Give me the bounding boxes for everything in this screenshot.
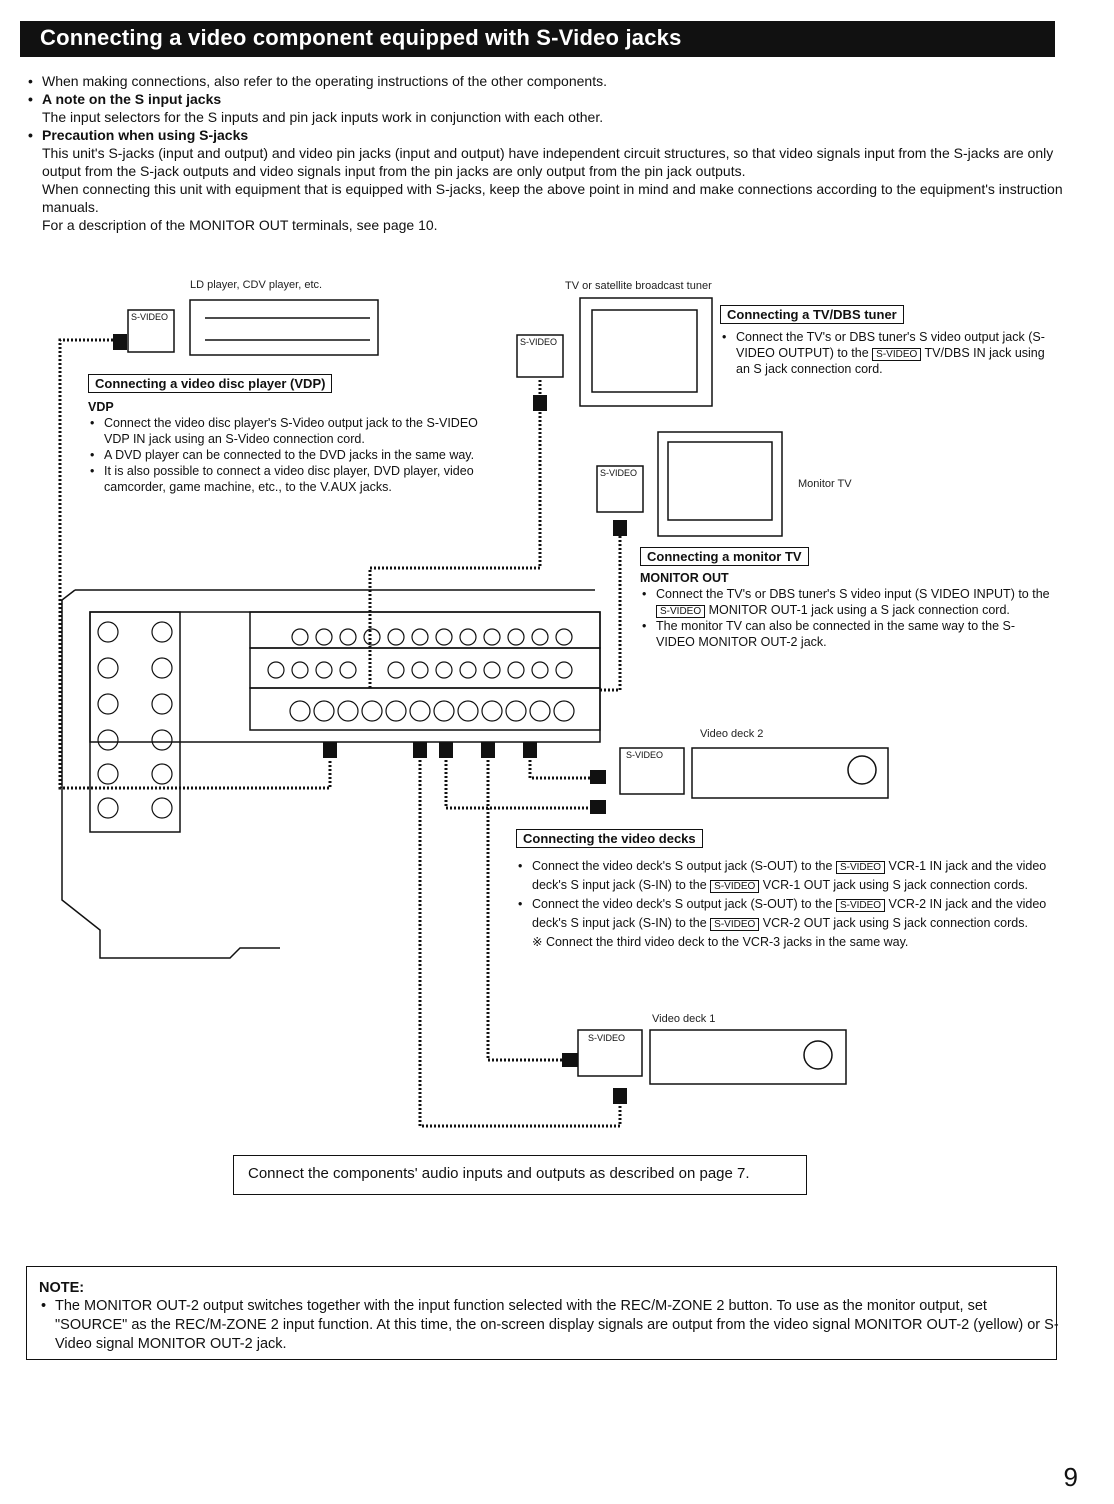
note-body: The MONITOR OUT-2 output switches togeth… (39, 1297, 1060, 1354)
tvdbs-box-title: Connecting a TV/DBS tuner (720, 305, 904, 324)
intro-bullet-3-text-2: When connecting this unit with equipment… (42, 181, 1063, 215)
deck2-out-cable (444, 760, 590, 810)
vdp-bullet-3: It is also possible to connect a video d… (88, 463, 483, 495)
monitor-tv-device (657, 431, 783, 537)
tv-tuner-cable (368, 380, 542, 690)
tvdbs-block: Connect the TV's or DBS tuner's S video … (720, 329, 1052, 377)
deck2-in-cable (528, 760, 590, 780)
tvdbs-text-1: Connect the TV's or DBS tuner's S video … (736, 330, 1045, 360)
video-deck-2-label: Video deck 2 (700, 728, 764, 740)
video-deck-1-label: Video deck 1 (652, 1013, 716, 1025)
monitor-cable (600, 520, 622, 692)
vdp-bullet-1: Connect the video disc player's S-Video … (88, 415, 483, 447)
deck2-svideo-jacks (619, 747, 685, 795)
monitor-bullet-2: The monitor TV can also be connected in … (640, 618, 1052, 650)
monitor-svideo-in-jack (596, 465, 644, 513)
tv-svideo-label: S-VIDEO (520, 337, 558, 347)
decks-a3: VCR-1 OUT jack using S jack connection c… (762, 878, 1028, 892)
decks-b3: VCR-2 OUT jack using S jack connection c… (762, 916, 1028, 930)
monitor-text-1: Connect the TV's or DBS tuner's S video … (656, 587, 1050, 601)
deck2-svideo-label: S-VIDEO (626, 750, 664, 760)
monitor-bullet-1: Connect the TV's or DBS tuner's S video … (640, 586, 1052, 618)
video-deck-1-device (649, 1029, 847, 1085)
decks-b2: VCR-2 IN jack and the video deck's S inp… (532, 897, 1047, 930)
monitor-svideo-jack: S-VIDEO (656, 605, 706, 618)
note-title: NOTE: (39, 1280, 85, 1296)
decks-bullet-1: Connect the video deck's S output jack (… (516, 857, 1054, 895)
page-number: 9 (1063, 1462, 1078, 1492)
intro-bullet-2-text: The input selectors for the S inputs and… (42, 109, 604, 125)
vdp-box-title: Connecting a video disc player (VDP) (88, 374, 333, 393)
vdp-cable (58, 338, 332, 790)
vdp-bullet-2: A DVD player can be connected to the DVD… (88, 447, 483, 463)
audio-note-text: Connect the components' audio inputs and… (248, 1165, 750, 1182)
ld-player-label: LD player, CDV player, etc. (190, 279, 323, 291)
decks-box-title: Connecting the video decks (516, 829, 703, 848)
monitor-text-2: MONITOR OUT-1 jack using a S jack connec… (708, 603, 1010, 617)
ld-svideo-out-jack (127, 309, 175, 353)
tvdbs-text-2: TV/DBS IN jack using an S jack connectio… (736, 346, 1045, 376)
monitor-svideo-label: S-VIDEO (600, 468, 638, 478)
decks-a2: VCR-1 IN jack and the video deck's S inp… (532, 859, 1047, 892)
intro-bullet-2-title: A note on the S input jacks (26, 90, 1066, 108)
deck1-out-cable (418, 760, 622, 1128)
decks-vcr2-in-jack: S-VIDEO (835, 899, 886, 912)
decks-b1: Connect the video deck's S output jack (… (532, 897, 833, 911)
vdp-heading: VDP (88, 400, 114, 414)
audio-note-box: Connect the components' audio inputs and… (233, 1155, 807, 1195)
intro-bullet-1: When making connections, also refer to t… (26, 72, 1066, 90)
deck1-in-cable (486, 760, 576, 1062)
ld-svideo-label: S-VIDEO (131, 312, 169, 322)
tv-tuner-device (579, 297, 713, 407)
tv-tuner-label: TV or satellite broadcast tuner (565, 280, 712, 292)
intro-bullet-3-text-1: This unit's S-jacks (input and output) a… (42, 145, 1054, 179)
monitor-tv-label: Monitor TV (798, 478, 852, 490)
monitor-heading: MONITOR OUT (640, 571, 729, 585)
intro-bullet-3-text-3: For a description of the MONITOR OUT ter… (42, 217, 438, 233)
decks-vcr1-in-jack: S-VIDEO (835, 861, 886, 874)
monitor-box-title: Connecting a monitor TV (640, 547, 809, 566)
note-box: NOTE: The MONITOR OUT-2 output switches … (26, 1266, 1060, 1360)
section-title: Connecting a video component equipped wi… (40, 25, 682, 50)
decks-block: Connect the video deck's S output jack (… (516, 857, 1054, 952)
monitor-block: MONITOR OUT Connect the TV's or DBS tune… (640, 570, 1052, 650)
decks-bullet-2: Connect the video deck's S output jack (… (516, 895, 1054, 933)
tvdbs-svideo-jack: S-VIDEO (872, 348, 922, 361)
intro-bullet-3-title: Precaution when using S-jacks (26, 126, 1066, 144)
decks-note: ※ Connect the third video deck to the VC… (532, 935, 909, 949)
tv-svideo-out-jack (516, 334, 564, 378)
deck1-svideo-label: S-VIDEO (588, 1033, 626, 1043)
video-deck-2-device (691, 747, 889, 799)
decks-a1: Connect the video deck's S output jack (… (532, 859, 833, 873)
decks-vcr2-out-jack: S-VIDEO (710, 918, 760, 931)
section-title-bar: Connecting a video component equipped wi… (20, 21, 1055, 57)
vdp-block: VDP Connect the video disc player's S-Vi… (88, 399, 483, 495)
intro-block: When making connections, also refer to t… (26, 72, 1066, 234)
tvdbs-bullet: Connect the TV's or DBS tuner's S video … (720, 329, 1052, 377)
ld-player-device (189, 299, 379, 356)
decks-vcr1-out-jack: S-VIDEO (710, 880, 760, 893)
